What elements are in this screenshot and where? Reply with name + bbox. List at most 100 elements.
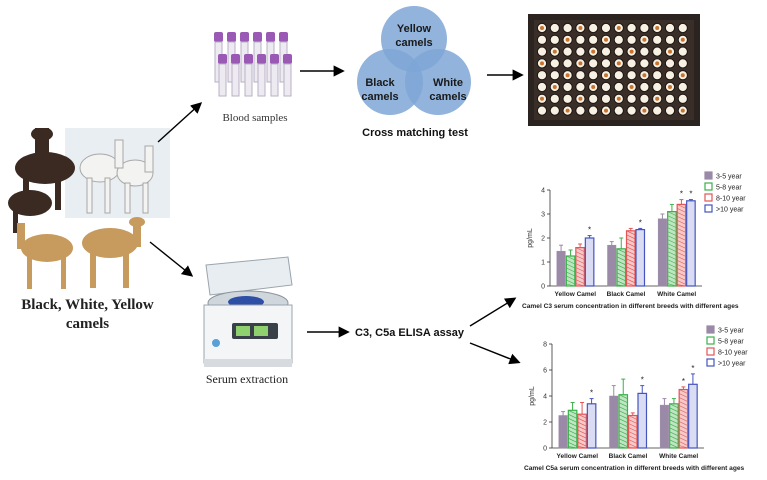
x-tick-label: White Camel — [657, 291, 696, 298]
plate-well — [588, 34, 599, 45]
plate-well-fill — [552, 85, 557, 89]
plate-well — [562, 46, 573, 57]
plate-well-fill — [565, 37, 570, 42]
bar-hatch — [667, 215, 677, 220]
significance-marker: * — [641, 376, 644, 385]
bar — [686, 200, 696, 287]
x-tick-label: Black Camel — [609, 453, 648, 460]
plate-well — [536, 34, 548, 45]
bar-hatch — [568, 438, 577, 443]
plate-well-fill — [655, 96, 660, 101]
cross-matching-venn: Yellow camels Black camels White camels — [357, 6, 471, 115]
bar-hatch — [618, 410, 628, 415]
plate-well — [613, 34, 624, 45]
bar-hatch — [618, 414, 628, 419]
bar-hatch — [679, 425, 688, 430]
bar — [625, 230, 636, 287]
bar-hatch — [669, 431, 679, 437]
plate-well-fill — [540, 61, 544, 66]
bar-hatch — [679, 429, 688, 434]
significance-marker: * — [691, 364, 694, 373]
bar — [688, 383, 698, 449]
bar-hatch — [577, 425, 587, 431]
bar-hatch — [618, 394, 628, 399]
bar-hatch — [626, 250, 636, 256]
bar-hatch — [677, 216, 686, 221]
plate-well — [536, 46, 548, 57]
bar-hatch — [679, 405, 688, 410]
plate-well — [613, 105, 624, 116]
plate-well — [600, 81, 612, 93]
y-tick-label: 1 — [541, 260, 545, 267]
arrow-elisa-to-c3 — [469, 297, 517, 327]
y-tick-label: 4 — [541, 188, 545, 195]
plate-well — [588, 105, 599, 116]
plate-well — [549, 22, 560, 34]
plate-well — [588, 93, 599, 104]
bar-hatch — [677, 208, 686, 213]
tube-cap — [270, 54, 279, 64]
legend-label: 5-8 year — [718, 339, 744, 346]
bar-hatch — [566, 267, 575, 273]
plate-well-fill — [655, 61, 660, 66]
plate-well — [575, 46, 586, 57]
blood-samples-label: Blood samples — [222, 112, 288, 124]
plate-well — [588, 70, 599, 81]
bar-hatch — [677, 212, 686, 217]
bar-hatch — [575, 267, 585, 272]
bar-hatch — [616, 256, 626, 262]
tube-cap — [240, 32, 249, 42]
plate-well — [562, 22, 573, 34]
tube-cap — [244, 54, 253, 64]
plate-well — [639, 93, 650, 104]
plate-well-fill — [552, 49, 557, 54]
plate-well-fill — [642, 108, 647, 113]
plate-well — [677, 58, 688, 69]
tube-body — [218, 63, 227, 97]
plate-well-fill — [578, 96, 583, 101]
plate-well — [664, 58, 676, 69]
y-axis-label: pg/mL — [527, 228, 534, 248]
plate-well — [677, 46, 688, 57]
plate-well-fill — [616, 96, 621, 101]
bar-hatch — [626, 238, 636, 244]
plate-well — [652, 105, 663, 116]
venn-top-line1: Yellow — [397, 23, 432, 35]
bar-hatch — [616, 264, 626, 270]
bar-hatch — [626, 234, 636, 240]
bar-hatch — [677, 260, 686, 265]
arrow-camels-to-centrifuge — [149, 241, 194, 277]
venn-left-line2: camels — [361, 91, 398, 103]
bar-hatch — [667, 283, 677, 287]
bar-hatch — [566, 255, 575, 261]
bar — [556, 250, 566, 287]
bar — [558, 415, 568, 449]
bar-hatch — [626, 270, 636, 276]
plate-well-fill — [668, 49, 672, 54]
bar-hatch — [626, 246, 636, 252]
legend-label: 5-8 year — [716, 185, 742, 192]
camels-label: Black, White, Yellow camels — [0, 296, 175, 334]
bar-hatch — [626, 258, 636, 264]
bar — [607, 244, 617, 287]
plate-well-fill — [629, 85, 634, 89]
bar-hatch — [618, 402, 628, 407]
bar-hatch — [628, 447, 638, 449]
plate-well — [639, 81, 650, 93]
tube-cap — [257, 54, 266, 64]
plate-well-fill — [540, 26, 544, 30]
plate-well-fill — [616, 61, 621, 66]
plate-well-fill — [604, 37, 608, 42]
bar-hatch — [677, 264, 686, 269]
plate-well — [613, 46, 624, 57]
plate-well — [613, 70, 624, 81]
bar-hatch — [628, 419, 638, 424]
bar-hatch — [628, 435, 638, 440]
plate-well — [562, 93, 573, 104]
plate-well — [664, 93, 676, 104]
bar — [657, 218, 667, 287]
legend-label: 3-5 year — [718, 328, 744, 335]
x-tick-label: White Camel — [659, 453, 698, 460]
y-axis-label: pg/mL — [529, 386, 536, 406]
